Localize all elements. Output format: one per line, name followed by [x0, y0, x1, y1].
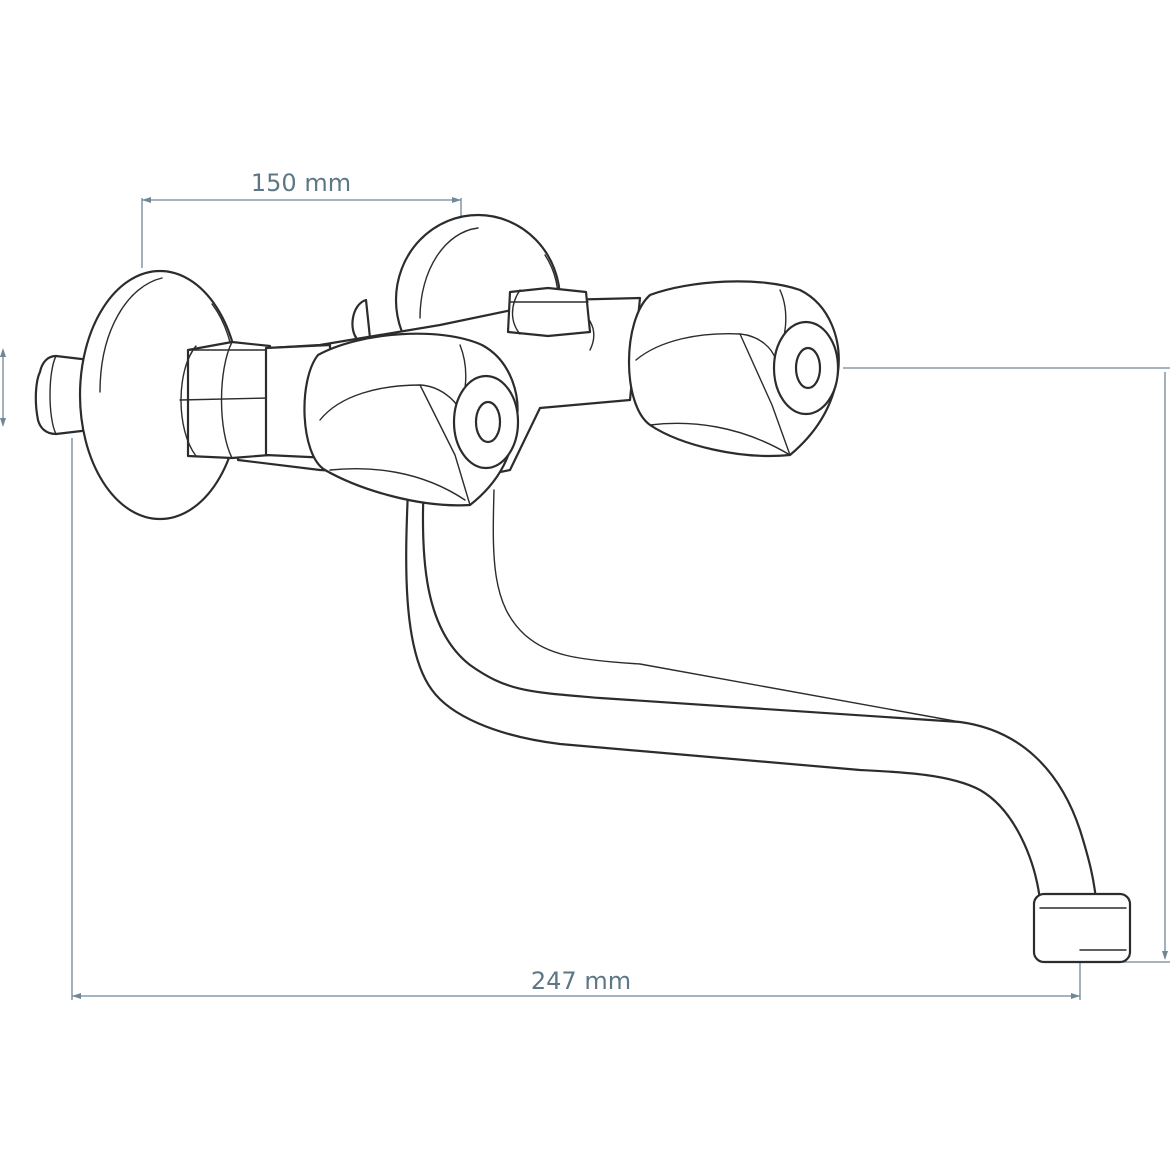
dimension-label-150: 150 mm: [251, 169, 351, 197]
aerator-nozzle: [1032, 892, 1132, 964]
back-hex-nut: [506, 286, 592, 338]
back-handle-cap-icon: [794, 346, 822, 390]
spout: [405, 478, 1098, 902]
arrow-left-icon: [142, 197, 151, 203]
arrow-right-icon: [452, 197, 461, 203]
arrow-down-icon: [1162, 951, 1168, 960]
back-connection: [351, 298, 372, 342]
dimension-150mm: 150 mm: [141, 169, 462, 268]
arrow-up-icon: [0, 348, 6, 357]
arrow-down-icon: [0, 418, 6, 427]
dimension-label-247: 247 mm: [531, 967, 631, 995]
dimension-247mm: 247 mm: [71, 438, 1081, 1000]
front-hex-nut: [179, 340, 272, 460]
arrow-left-icon: [72, 993, 81, 999]
front-handle[interactable]: [303, 332, 520, 507]
arrow-right-icon: [1071, 993, 1080, 999]
dimension-height-cropped: [843, 367, 1170, 963]
dimension-pipe-cropped: [0, 348, 6, 427]
back-handle[interactable]: [628, 280, 840, 458]
front-handle-cap-icon: [474, 400, 502, 444]
